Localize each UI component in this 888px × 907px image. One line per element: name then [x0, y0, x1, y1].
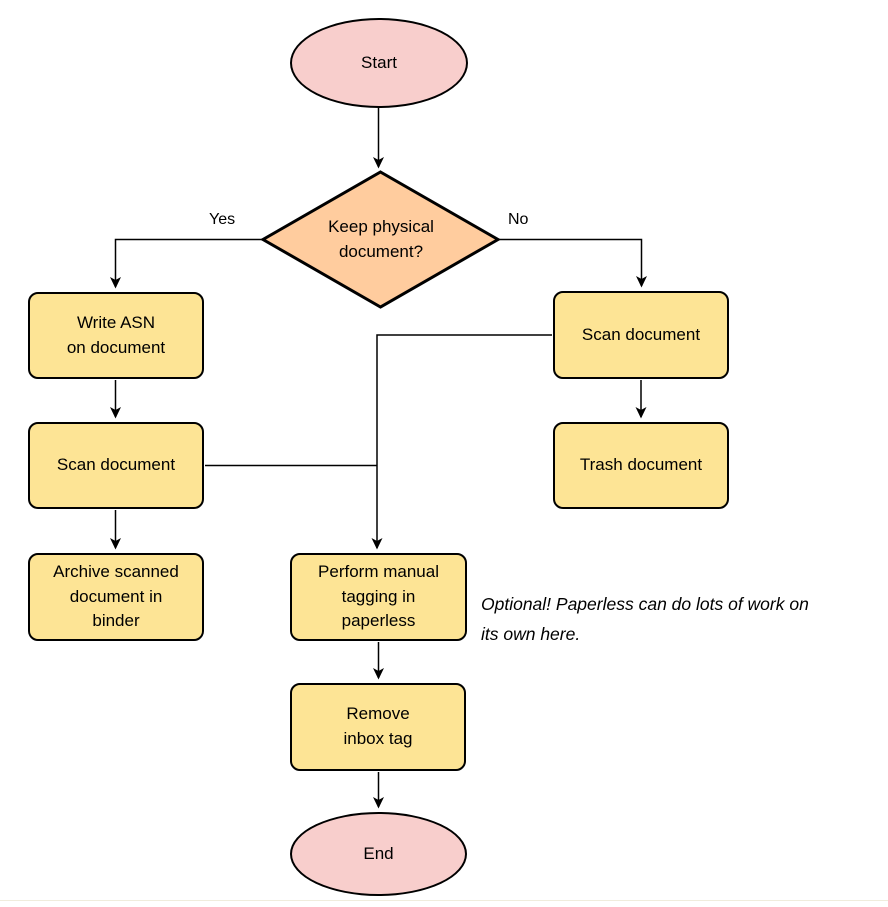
- process-scan-document-left: Scan document: [28, 422, 204, 509]
- edge-scan-right-to-tagging: [371, 334, 552, 550]
- process-write-asn-on-document: Write ASN on document: [28, 292, 204, 379]
- bottom-page-edge: [0, 900, 888, 901]
- scan-right-label: Scan document: [581, 324, 701, 344]
- process-archive-scanned-document: Archive scanned document in binder: [28, 553, 204, 641]
- edge-decision-yes-to-write-asn: [110, 238, 263, 289]
- tagging-label: Perform manual tagging in paperless: [318, 562, 439, 631]
- decision-keep-physical-document: Keep physical document?: [276, 207, 486, 273]
- optional-annotation-text: Optional! Paperless can do lots of work …: [481, 594, 809, 644]
- write-asn-label: Write ASN on document: [66, 312, 166, 357]
- end-label: End: [363, 843, 394, 863]
- start-terminator: Start: [290, 18, 468, 108]
- edge-label-no: No: [506, 211, 531, 229]
- process-manual-tagging-paperless: Perform manual tagging in paperless: [290, 553, 467, 641]
- scan-left-label: Scan document: [56, 455, 176, 475]
- decision-diamond-shape: [259, 170, 502, 309]
- process-trash-document: Trash document: [553, 422, 729, 509]
- edge-decision-no-to-scan-right: [498, 238, 647, 288]
- start-label: Start: [361, 52, 397, 72]
- archive-label: Archive scanned document in binder: [53, 562, 179, 631]
- end-terminator: End: [290, 812, 467, 896]
- decision-label: Keep physical document?: [328, 217, 434, 261]
- process-scan-document-right: Scan document: [553, 291, 729, 379]
- edge-label-yes: Yes: [207, 211, 238, 229]
- process-remove-inbox-tag: Remove inbox tag: [290, 683, 466, 771]
- trash-label: Trash document: [579, 455, 703, 475]
- remove-inbox-label: Remove inbox tag: [343, 704, 413, 748]
